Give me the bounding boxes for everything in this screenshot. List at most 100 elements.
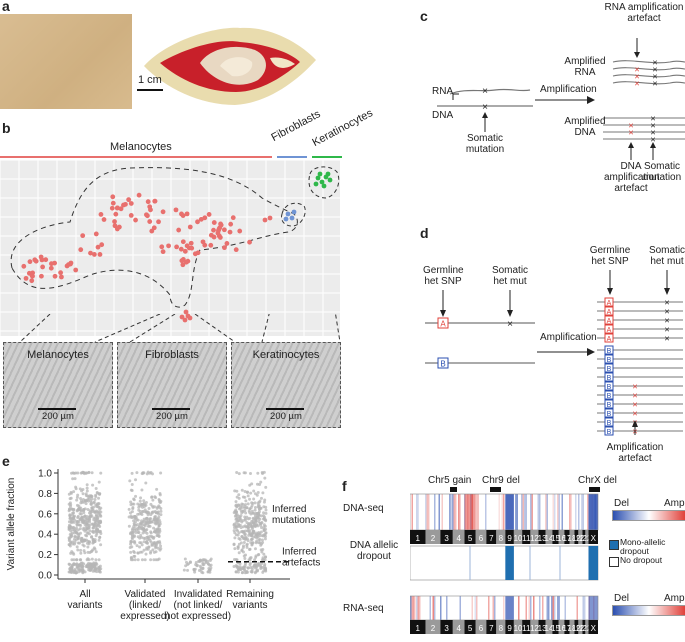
vaf-point <box>150 511 154 515</box>
melanocyte-cell-point <box>202 215 208 221</box>
vaf-point <box>244 499 248 503</box>
melanocyte-cell-point <box>179 211 184 217</box>
vaf-point <box>260 534 264 538</box>
vaf-point <box>144 481 148 485</box>
vaf-point <box>261 514 265 518</box>
dna-legend-amp: Amp <box>664 498 685 509</box>
heatmap-bin <box>480 494 483 530</box>
heatmap-bin <box>494 596 496 620</box>
vaf-point <box>209 563 213 567</box>
svg-text:×: × <box>650 128 655 138</box>
heatmap-bin <box>483 596 486 620</box>
vaf-point <box>135 471 139 475</box>
heatmap-bin <box>575 494 577 530</box>
melanocyte-cell-point <box>208 232 214 238</box>
vaf-point <box>139 533 143 537</box>
vaf-point <box>93 498 97 502</box>
heatmap-bin <box>543 494 546 530</box>
melanocyte-cell-point <box>109 205 115 211</box>
vaf-point <box>127 524 131 528</box>
no-dropout-swatch <box>609 557 619 567</box>
vaf-point <box>78 541 82 545</box>
vaf-point <box>94 528 98 532</box>
melanocyte-cell-point <box>110 194 116 200</box>
vaf-point <box>235 510 239 514</box>
vaf-point <box>99 506 103 510</box>
vaf-point <box>235 565 239 569</box>
melanocyte-cell-point <box>183 259 189 265</box>
vaf-point <box>240 511 244 515</box>
heatmap-bin <box>554 596 556 620</box>
vaf-point <box>154 496 158 500</box>
vaf-point <box>149 530 153 534</box>
vaf-point <box>85 531 89 535</box>
heatmap-bin <box>416 596 418 620</box>
heatmap-bin <box>447 596 450 620</box>
vaf-point <box>251 531 255 535</box>
chromosome-label: 8 <box>499 624 504 633</box>
chromosome-band <box>578 530 583 544</box>
vaf-point <box>207 562 211 566</box>
fibroblasts-bar <box>277 156 307 158</box>
vaf-point <box>248 497 252 501</box>
chromosome-label: 14 <box>545 624 554 633</box>
melanocyte-cell-point <box>78 247 84 253</box>
heatmap-bin <box>489 494 492 530</box>
melanocyte-cell-point <box>202 242 208 248</box>
heatmap-bin <box>410 494 412 530</box>
vaf-point <box>132 551 136 555</box>
vaf-point <box>139 541 143 545</box>
melanocyte-cell-point <box>187 315 193 321</box>
heatmap-bin <box>459 596 462 620</box>
melanocyte-cell-point <box>186 245 192 251</box>
vaf-point <box>257 541 261 545</box>
vaf-point <box>259 514 263 518</box>
vaf-point <box>140 558 144 562</box>
vaf-point <box>233 557 237 561</box>
heatmap-bin <box>525 494 528 530</box>
vaf-point <box>159 499 163 503</box>
annotation-inferred-mutations: Inferred <box>272 504 306 515</box>
vaf-point <box>67 562 71 566</box>
vaf-point <box>92 540 96 544</box>
vaf-point <box>241 503 245 507</box>
vaf-point <box>129 540 133 544</box>
vaf-point <box>261 541 265 545</box>
vaf-point <box>248 547 252 551</box>
heatmap-bin <box>444 494 447 530</box>
melanocyte-cell-point <box>221 227 227 233</box>
svg-text:×: × <box>650 114 655 124</box>
vaf-point <box>233 514 237 518</box>
vaf-point <box>262 518 266 522</box>
vaf-point <box>72 552 76 556</box>
legend-no-dropout: No dropout <box>620 555 663 565</box>
vaf-point <box>256 471 260 475</box>
melanocyte-cell-point <box>227 229 233 235</box>
vaf-point <box>76 493 80 497</box>
chromosome-label: 13 <box>538 534 547 543</box>
vaf-point <box>159 509 163 513</box>
chromosome-label: X <box>591 624 597 633</box>
chromosome-label: 17 <box>562 534 571 543</box>
vaf-point <box>87 526 91 530</box>
vaf-point <box>72 508 76 512</box>
panel-e-label: e <box>2 453 10 469</box>
chromosome-band <box>452 530 465 544</box>
vaf-point <box>243 557 247 561</box>
heatmap-bin <box>573 494 576 530</box>
skin-sample-photo <box>0 14 132 109</box>
melanocyte-cell-point <box>52 273 58 279</box>
vaf-point <box>158 493 162 497</box>
vaf-point <box>82 562 86 566</box>
dna-label: DNA <box>432 110 454 121</box>
heatmap-bin <box>458 596 460 620</box>
vaf-point <box>150 519 154 523</box>
somatic-het-label: Somatic het mut <box>491 265 529 287</box>
vaf-point <box>184 560 188 564</box>
heatmap-bin <box>582 596 585 620</box>
heatmap-bin <box>420 494 423 530</box>
vaf-point <box>68 523 72 527</box>
heatmap-bin <box>467 596 469 620</box>
vaf-point <box>253 492 257 496</box>
heatmap-bin <box>411 494 414 530</box>
